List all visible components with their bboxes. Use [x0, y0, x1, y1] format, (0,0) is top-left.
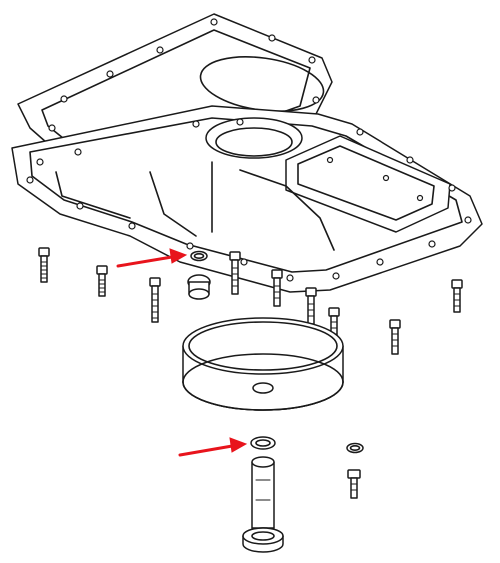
bolt	[38, 247, 50, 283]
strainer-screen	[182, 317, 344, 411]
o-ring-upper	[190, 250, 208, 262]
bolt	[96, 265, 108, 297]
bolt	[271, 269, 283, 307]
bolt	[328, 307, 340, 339]
bolts	[38, 247, 463, 499]
bolt	[347, 469, 361, 499]
washer-right	[346, 442, 364, 454]
oil-pan	[11, 105, 483, 293]
pickup-tube	[242, 456, 284, 553]
drain-plug	[187, 274, 211, 300]
arrow-to-lower-o-ring	[178, 437, 248, 457]
arrow-to-upper-o-ring	[116, 248, 188, 268]
bolt	[149, 277, 161, 323]
bolt	[389, 319, 401, 355]
bolt	[305, 287, 317, 325]
o-ring-lower	[250, 436, 276, 450]
bolt	[451, 279, 463, 313]
bolt	[229, 251, 241, 295]
